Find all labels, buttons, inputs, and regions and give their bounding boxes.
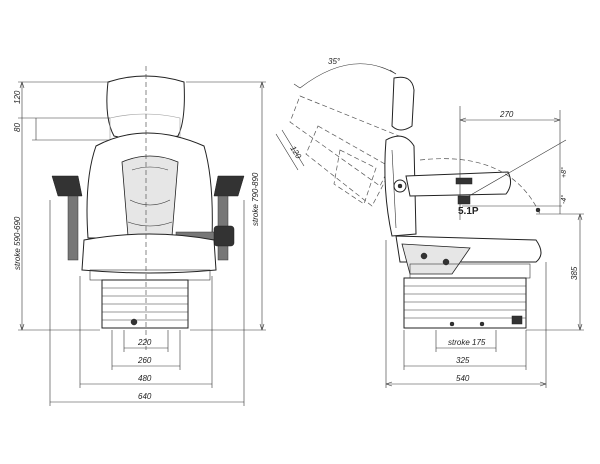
side-view-dimensions: 35° 120 270 +8° -4° 385 stroke 175 325 5… <box>275 57 584 388</box>
front-view <box>51 66 245 350</box>
dim-overall-height: 385 <box>570 266 579 280</box>
dim-overall-width: 640 <box>138 392 152 401</box>
front-headrest <box>106 75 185 141</box>
dim-headrest-adjust: 80 <box>13 123 22 132</box>
front-seat-cushion <box>81 233 217 274</box>
dim-backrest-angle: 35° <box>328 57 341 66</box>
right-armrest <box>213 175 245 261</box>
front-view-dimensions: 120 80 stroke 590-690 stroke 790-890 220… <box>13 81 266 406</box>
dim-overall-depth: 540 <box>456 374 470 383</box>
dim-headrest-height: 120 <box>13 90 22 104</box>
front-suspension-bellows <box>101 279 189 329</box>
side-view: 5.1P <box>289 76 567 329</box>
dim-base-width-inner: 220 <box>137 338 152 347</box>
dim-seat-tilt-upper: +8° <box>560 167 568 178</box>
dim-seat-height: stroke 590-690 <box>13 216 22 270</box>
dim-backrest-height: stroke 790-890 <box>251 172 260 226</box>
front-headrest-lowered <box>109 113 181 141</box>
side-mechanism <box>401 243 471 275</box>
front-backrest-center-panel <box>121 155 179 237</box>
left-armrest <box>51 175 83 261</box>
side-model-label: 5.1P <box>458 206 479 217</box>
dim-fore-aft: 270 <box>499 110 514 119</box>
dim-base-depth: 325 <box>456 356 470 365</box>
dim-base-width-outer: 260 <box>137 356 152 365</box>
dim-suspension-stroke: stroke 175 <box>448 338 486 347</box>
side-suspension-bellows <box>403 277 527 329</box>
dim-seat-width: 480 <box>138 374 152 383</box>
dim-seat-tilt-lower: -4° <box>560 195 568 204</box>
side-reclined-backrest-ghost <box>289 95 405 207</box>
side-headrest <box>391 76 415 131</box>
